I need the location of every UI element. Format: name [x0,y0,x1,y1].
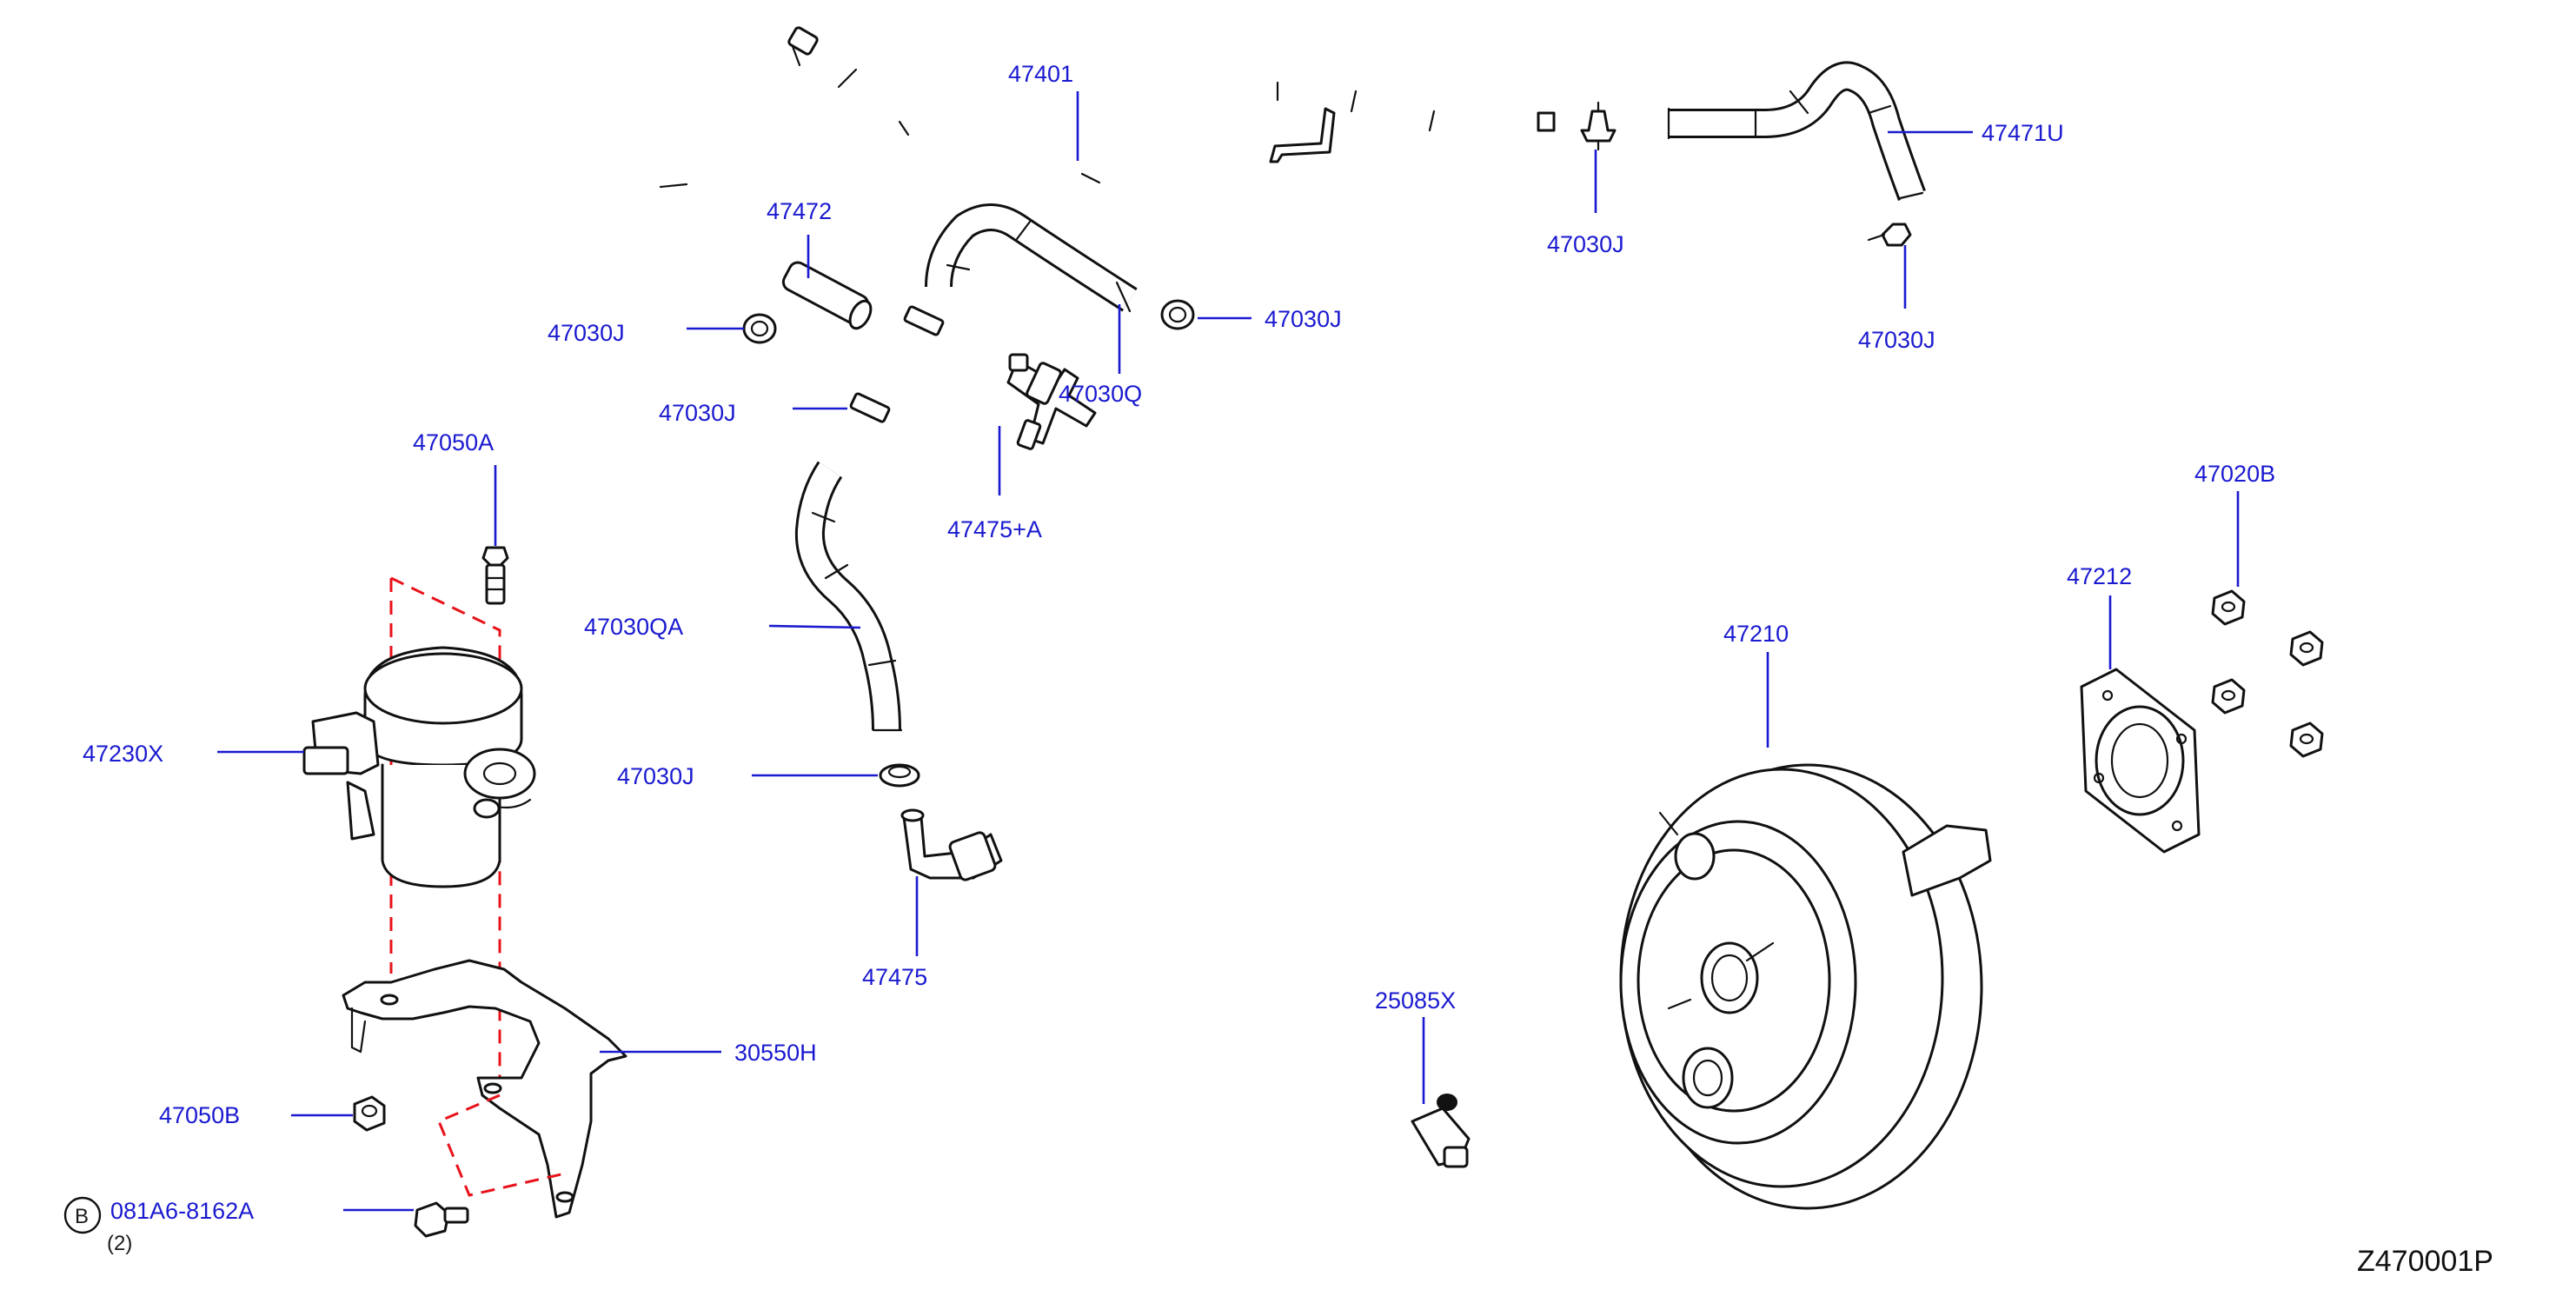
label-47212[interactable]: 47212 [2067,563,2132,589]
vacuum-pump-drawing [302,576,536,1095]
label-47030q[interactable]: 47030Q [1059,381,1142,407]
label-47030j-hose-end[interactable]: 47030J [1858,327,1935,353]
short-hose-drawing [742,261,1195,423]
label-25085x[interactable]: 25085X [1375,987,1456,1014]
label-47030j-right[interactable]: 47030J [1265,306,1342,332]
callout-b-badge: B [63,1196,102,1234]
label-47475-plus-a[interactable]: 47475+A [947,516,1042,542]
label-47475[interactable]: 47475 [862,964,927,990]
label-30550h[interactable]: 30550H [734,1040,817,1066]
elbow-connector-drawing [900,808,1003,881]
long-hose-drawing [794,461,920,788]
leader-lines [217,91,2240,1212]
tee-connector-drawing [1006,353,1097,450]
flange-bolt-drawing [414,1201,469,1238]
label-47030j-lower[interactable]: 47030J [617,763,694,789]
pressure-sensor-drawing [1411,1094,1471,1168]
part-labels: 47401 47472 47030J 47030J 47030J 47030J … [63,61,2493,1278]
check-valve-drawing [1580,101,1912,247]
label-47030j-middle[interactable]: 47030J [659,400,736,426]
label-081a6-8162a[interactable]: 081A6-8162A [110,1198,254,1224]
quantity-note: (2) [107,1232,132,1255]
bracket-drawing [342,959,627,1219]
bent-hose-drawing [925,203,1138,313]
bolt-drawing [481,546,509,605]
label-47230x[interactable]: 47230X [83,741,163,767]
label-47020b[interactable]: 47020B [2194,461,2275,487]
label-47030qa[interactable]: 47030QA [584,614,683,640]
label-47472[interactable]: 47472 [767,198,832,224]
brake-booster-drawing [1619,763,1992,1210]
vacuum-pipe-drawing [650,26,1557,246]
label-47210[interactable]: 47210 [1723,621,1789,647]
callout-b-letter: B [75,1205,89,1228]
vacuum-hose-drawing [1667,61,1926,201]
nut-drawing [353,1095,386,1132]
label-47471u[interactable]: 47471U [1982,120,2064,146]
diagram-code: Z470001P [2357,1245,2493,1278]
nuts-drawing [2211,589,2324,758]
label-47030j-left[interactable]: 47030J [548,320,625,346]
label-47401[interactable]: 47401 [1008,61,1073,87]
gasket-drawing [2080,668,2201,854]
label-47050b[interactable]: 47050B [159,1102,240,1128]
label-47030j-check-valve[interactable]: 47030J [1547,231,1624,257]
label-47050a[interactable]: 47050A [413,429,494,455]
